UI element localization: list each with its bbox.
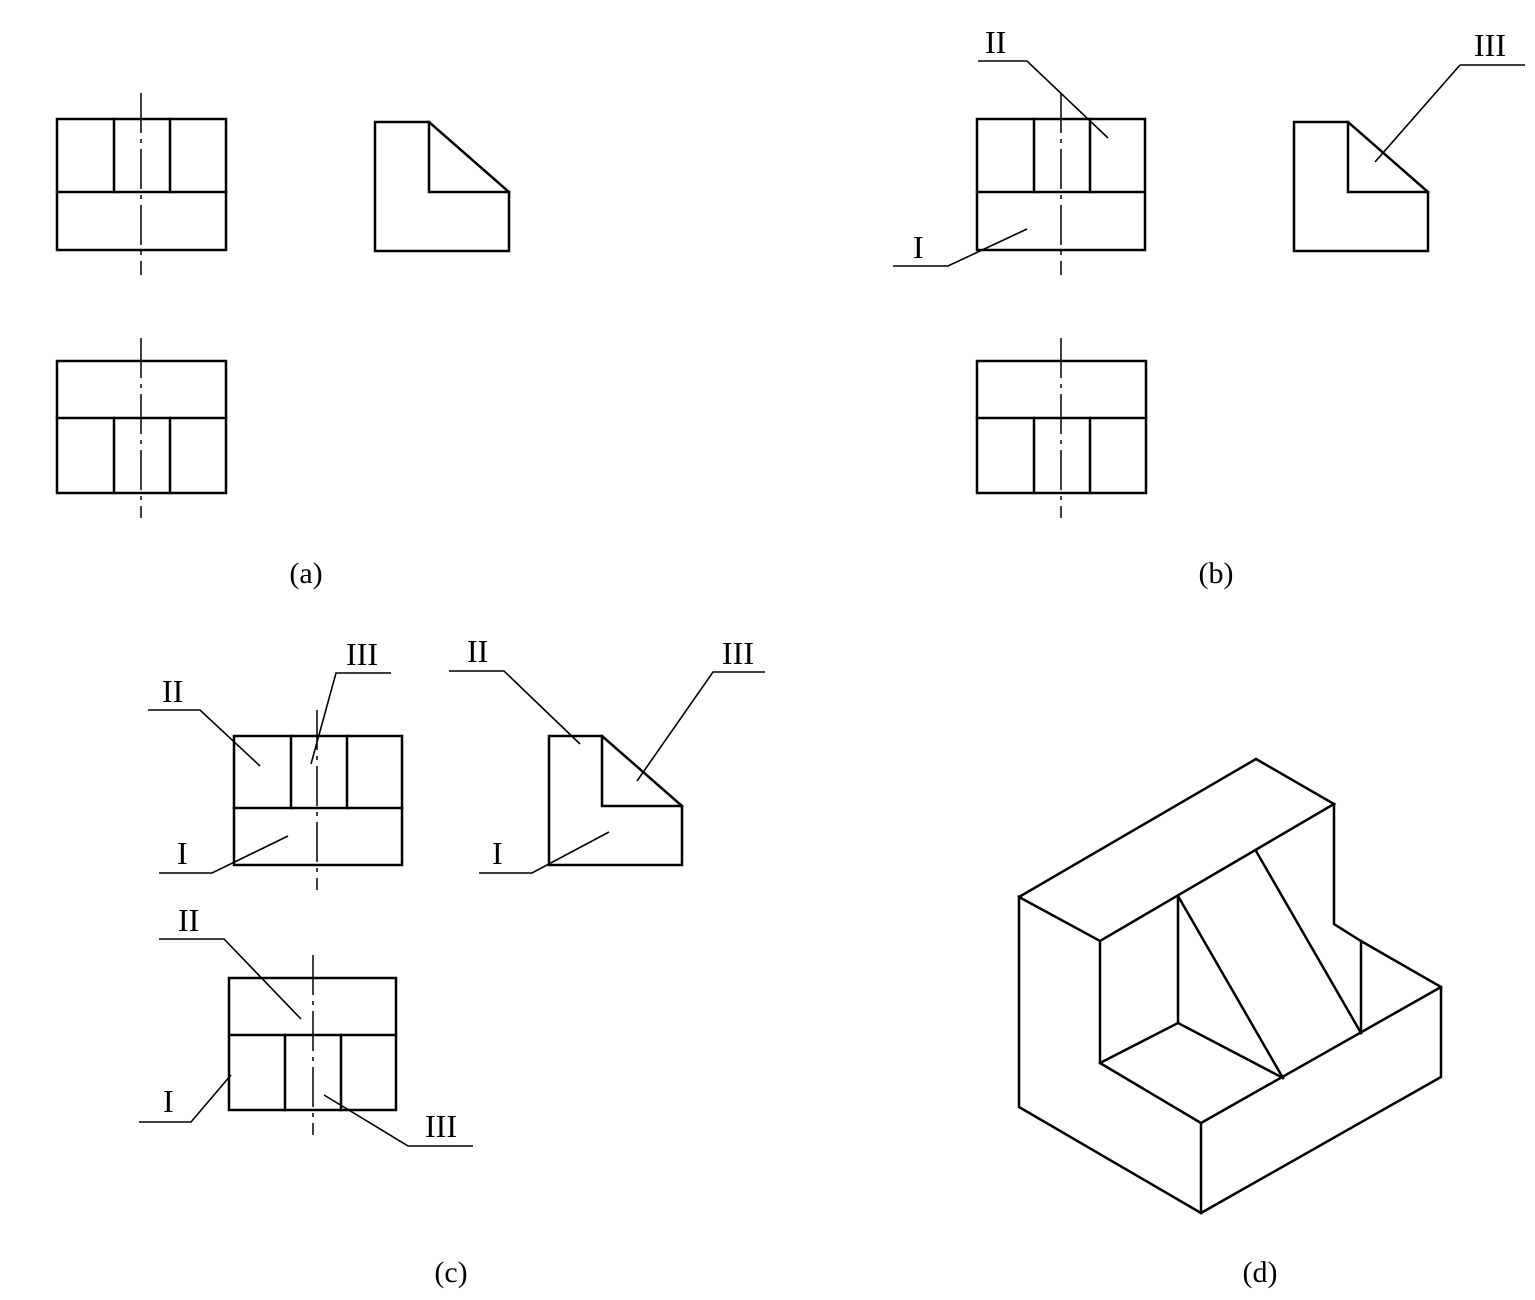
panel-b-label-i: I [913, 229, 924, 265]
panel-c-front-view [232, 710, 404, 890]
panel-b-side-view [1292, 120, 1430, 253]
panel-c-side-label-ii: II [467, 633, 488, 669]
panel-b-front-view [975, 93, 1147, 275]
panel-c-front-label-ii: II [162, 673, 183, 709]
panel-c-front-label-i: I [177, 835, 188, 871]
panel-c-side-label-iii: III [722, 635, 754, 671]
panel-c-front-label-iii: III [346, 636, 378, 672]
panel-c-leader-lines [139, 670, 765, 1147]
panel-d-isometric-view: (d) [1017, 757, 1443, 1289]
caption-d: (d) [1243, 1256, 1278, 1289]
panel-c-side-view [547, 734, 684, 867]
panel-b: II III I (b) [893, 24, 1525, 590]
caption-a: (a) [289, 557, 322, 590]
panel-c-top-label-ii: II [178, 902, 199, 938]
caption-b: (b) [1199, 557, 1234, 590]
panel-c-top-view [227, 955, 398, 1135]
panel-a-top-view [55, 338, 228, 518]
panel-a-front-view [55, 93, 228, 275]
panel-c-side-label-i: I [492, 835, 503, 871]
caption-c: (c) [434, 1256, 467, 1289]
panel-c: II III I II III I II I III (c) [139, 633, 765, 1289]
panel-a: (a) [55, 93, 511, 590]
panel-b-top-view [975, 338, 1148, 518]
panel-c-top-label-i: I [163, 1083, 174, 1119]
panel-b-label-iii: III [1474, 27, 1506, 63]
panel-c-top-label-iii: III [425, 1108, 457, 1144]
panel-b-leader-lines [893, 60, 1525, 267]
panel-b-label-ii: II [985, 24, 1006, 60]
panel-a-side-view [373, 120, 511, 253]
